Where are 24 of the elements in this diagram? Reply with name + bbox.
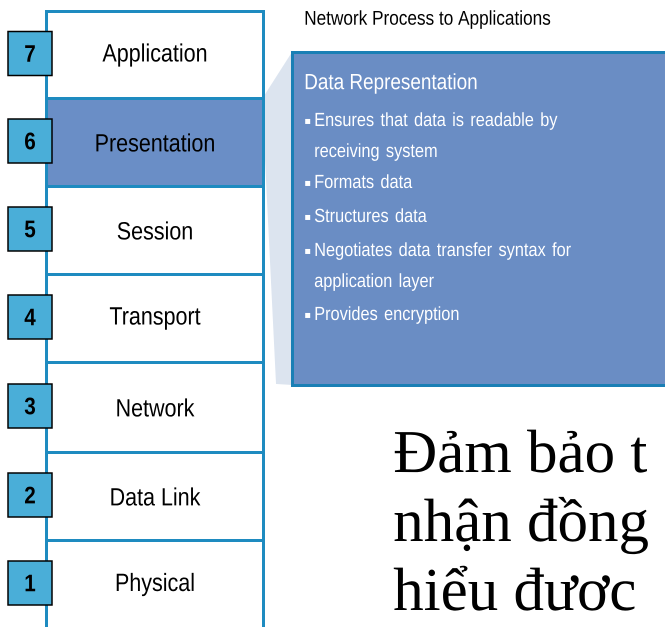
panel-heading: Network Process to Applications [306,10,550,29]
layer-box: Application [45,10,265,100]
layer-number-badge: 2 [7,472,53,518]
bullet-item: Formats data [305,174,412,188]
caption-line: Đảm bảo t [394,430,647,473]
bullet-item: Provides encryption [305,306,458,324]
layer-box: Network [45,361,265,454]
layer-box: Transport [45,273,265,364]
caption-line: hiểu đươc [394,566,634,611]
layer-box: Physical [45,539,265,627]
bullet-item: Structures data [305,208,427,222]
bullet-item: Ensures that data is readable by receiving system [305,112,558,161]
layer-number-badge: 6 [7,118,53,164]
layer-number-badge: 5 [7,206,53,252]
layer-number-badge: 1 [7,560,53,606]
layer-number-badge: 3 [7,383,53,429]
section-title: Data Representation [306,73,476,94]
bullet-item: Negotiates data transfer syntax for application layer [305,242,571,291]
layer-number-badge: 7 [7,30,53,76]
layer-number-badge: 4 [7,294,53,340]
layer-box: Presentation [45,97,265,188]
caption-line: nhận đồng [394,496,648,554]
layer-box: Data Link [45,451,265,542]
layer-box: Session [45,185,265,276]
